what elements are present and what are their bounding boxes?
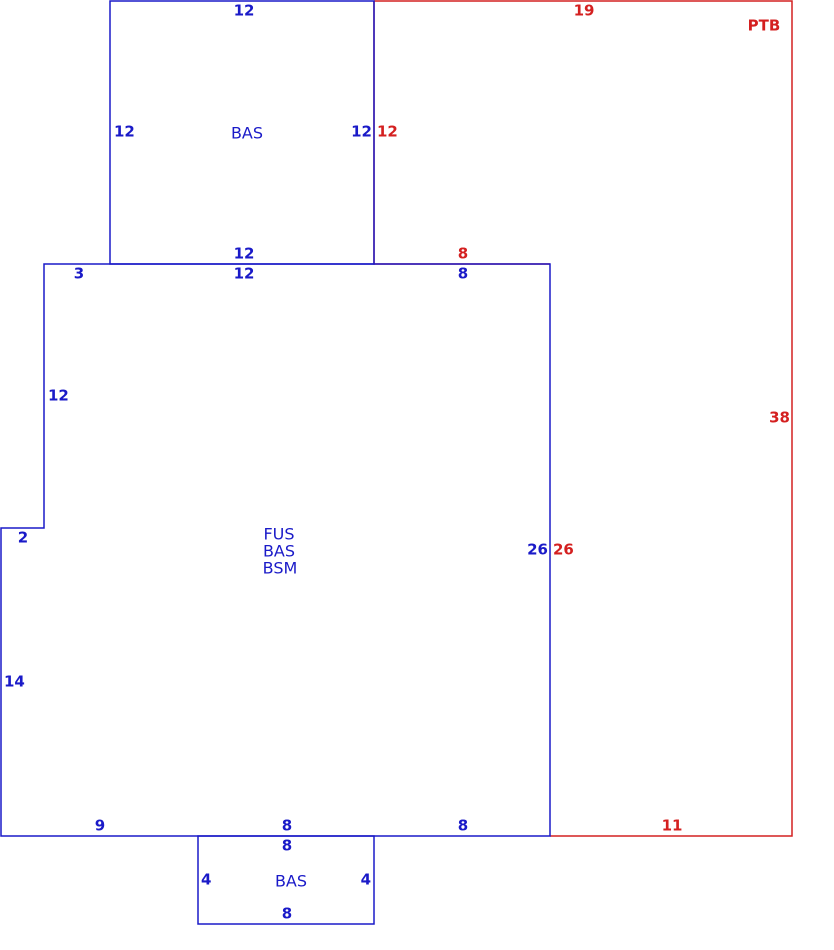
main-code-bas: BAS [263, 542, 295, 561]
ptb-inner-edge [373, 1, 550, 265]
ptb-inner-step-dim: 8 [458, 245, 468, 263]
main-bottom-mid-dim: 8 [282, 817, 292, 835]
ptb-outline [374, 0, 793, 837]
lower-bas-code: BAS [275, 872, 307, 891]
ptb-top-dim: 19 [574, 2, 595, 20]
upper-bas-left-dim: 12 [114, 123, 135, 141]
main-left-lower-dim: 14 [4, 673, 25, 691]
main-code-fus: FUS [263, 525, 294, 544]
main-left-upper-dim: 12 [48, 387, 69, 405]
upper-bas-code: BAS [231, 124, 263, 143]
upper-bas-bottom-dim: 12 [234, 245, 255, 263]
ptb-code: PTB [748, 17, 781, 35]
lower-bas-right-dim: 4 [361, 871, 371, 889]
main-code-bsm: BSM [263, 559, 298, 578]
upper-bas-right-dim: 12 [351, 123, 372, 141]
main-bottom-left-dim: 9 [95, 817, 105, 835]
main-step-dim: 2 [18, 529, 28, 547]
main-bottom-right-dim: 8 [458, 817, 468, 835]
ptb-inner-lower-dim: 26 [553, 541, 574, 559]
main-outline [0, 263, 551, 837]
lower-bas-outline [197, 835, 375, 925]
main-right-dim: 26 [527, 541, 548, 559]
lower-bas-top-dim: 8 [282, 837, 292, 855]
ptb-bottom-dim: 11 [662, 817, 683, 835]
main-top-right-dim: 8 [458, 265, 468, 283]
upper-bas-top-dim: 12 [234, 2, 255, 20]
ptb-right-dim: 38 [769, 409, 790, 427]
main-top-left-dim: 3 [74, 265, 84, 283]
ptb-inner-upper-dim: 12 [377, 123, 398, 141]
lower-bas-left-dim: 4 [201, 871, 211, 889]
main-top-mid-dim: 12 [234, 265, 255, 283]
lower-bas-bottom-dim: 8 [282, 905, 292, 923]
